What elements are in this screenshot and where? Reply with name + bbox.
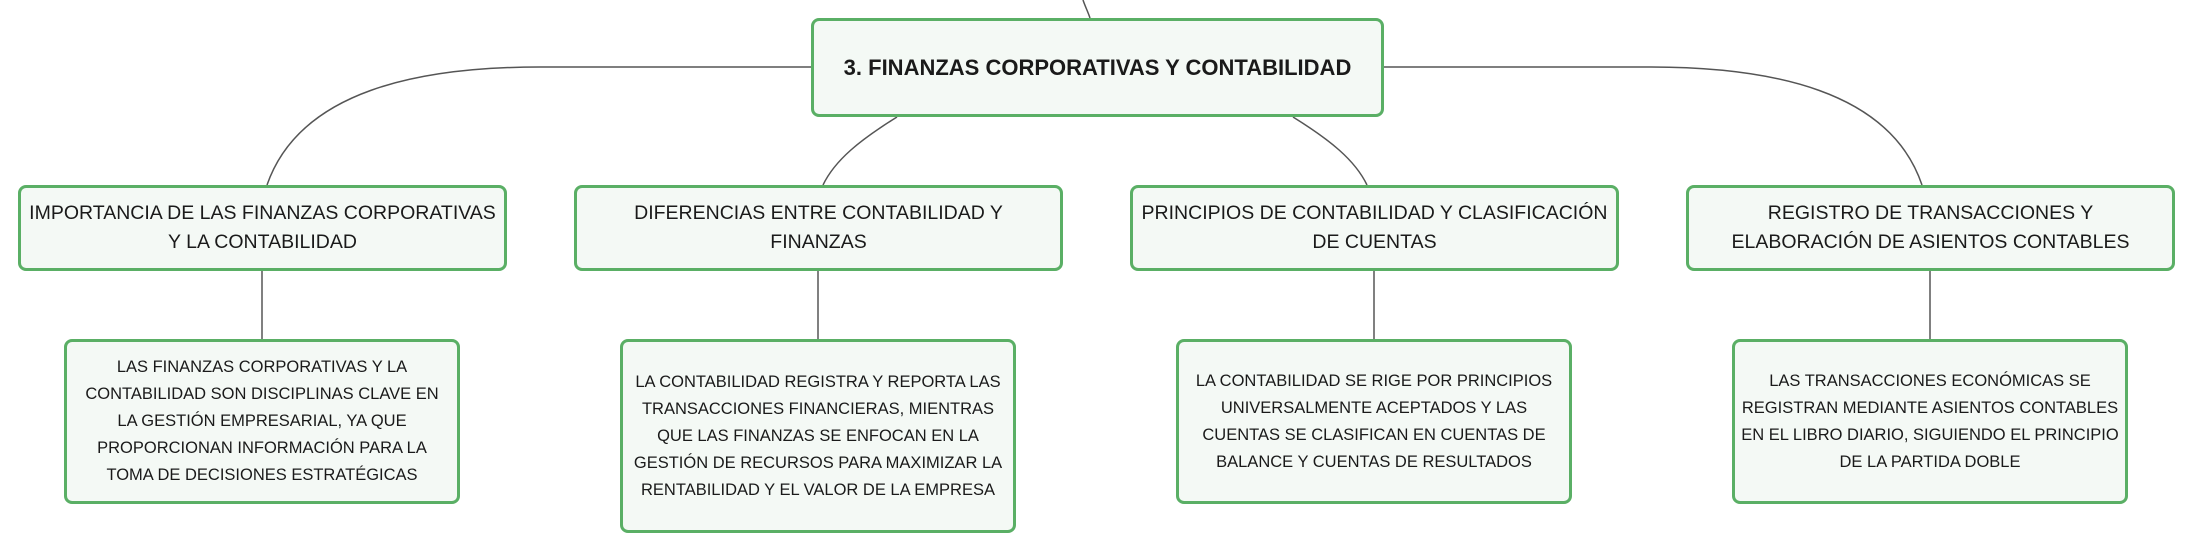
connector-root-topic-4 [1384,66,1923,186]
detail-node-diferencias[interactable]: LA CONTABILIDAD REGISTRA Y REPORTA LAS T… [620,339,1016,533]
root-topic-node[interactable]: 3. FINANZAS CORPORATIVAS Y CONTABILIDAD [811,18,1384,117]
detail-node-importancia[interactable]: LAS FINANZAS CORPORATIVAS Y LA CONTABILI… [64,339,460,504]
detail-text: LA CONTABILIDAD SE RIGE POR PRINCIPIOS U… [1195,371,1553,471]
detail-text: LA CONTABILIDAD REGISTRA Y REPORTA LAS T… [633,372,1003,499]
connector-root-topic-2 [822,116,898,186]
topic-node-registro[interactable]: REGISTRO DE TRANSACCIONES Y ELABORACIÓN … [1686,185,2175,271]
topic-node-principios[interactable]: PRINCIPIOS DE CONTABILIDAD Y CLASIFICACI… [1130,185,1619,271]
topic-title: DIFERENCIAS ENTRE CONTABILIDAD Y FINANZA… [634,202,1003,253]
connector-to-parent [1082,0,1091,19]
detail-node-registro[interactable]: LAS TRANSACCIONES ECONÓMICAS SE REGISTRA… [1732,339,2128,504]
topic-title: PRINCIPIOS DE CONTABILIDAD Y CLASIFICACI… [1141,202,1608,253]
detail-text: LAS TRANSACCIONES ECONÓMICAS SE REGISTRA… [1741,371,2119,471]
topic-title: IMPORTANCIA DE LAS FINANZAS CORPORATIVAS… [29,202,496,253]
connector-root-topic-3 [1292,116,1368,186]
detail-node-principios[interactable]: LA CONTABILIDAD SE RIGE POR PRINCIPIOS U… [1176,339,1572,504]
topic-node-importancia[interactable]: IMPORTANCIA DE LAS FINANZAS CORPORATIVAS… [18,185,507,271]
connector-root-topic-1 [266,66,811,186]
topic-title: REGISTRO DE TRANSACCIONES Y ELABORACIÓN … [1731,202,2130,253]
topic-node-diferencias[interactable]: DIFERENCIAS ENTRE CONTABILIDAD Y FINANZA… [574,185,1063,271]
root-topic-label: 3. FINANZAS CORPORATIVAS Y CONTABILIDAD [843,54,1352,80]
detail-text: LAS FINANZAS CORPORATIVAS Y LA CONTABILI… [85,358,439,484]
